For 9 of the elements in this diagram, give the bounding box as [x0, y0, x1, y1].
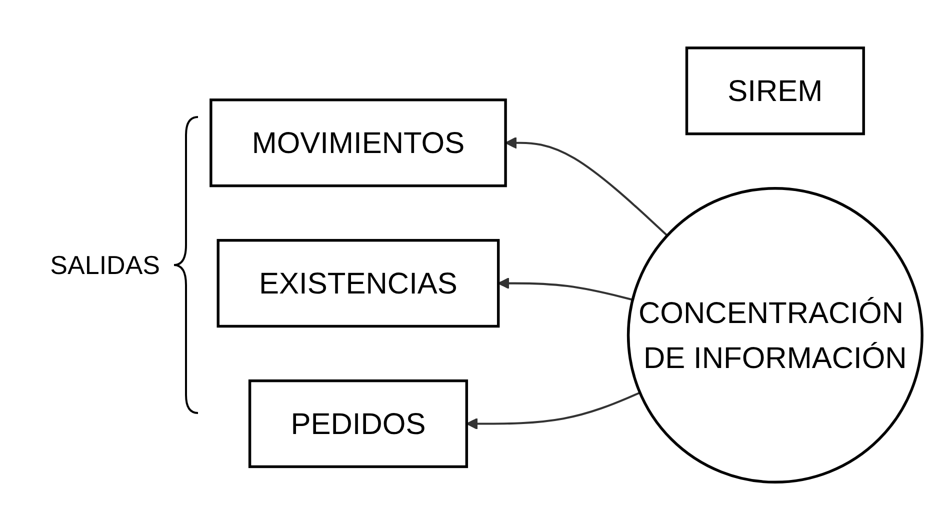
node-box: PEDIDOS: [248, 379, 468, 468]
group-label: SALIDAS: [50, 250, 160, 280]
node-box: MOVIMIENTOS: [210, 98, 507, 188]
arrow: [505, 136, 668, 236]
arrow: [466, 392, 640, 430]
arrow: [498, 277, 633, 301]
node-circle: CONCENTRACIÓN DE INFORMACIÓN: [626, 186, 924, 484]
node-box: SIREM: [685, 46, 865, 136]
node-box: EXISTENCIAS: [216, 238, 500, 328]
